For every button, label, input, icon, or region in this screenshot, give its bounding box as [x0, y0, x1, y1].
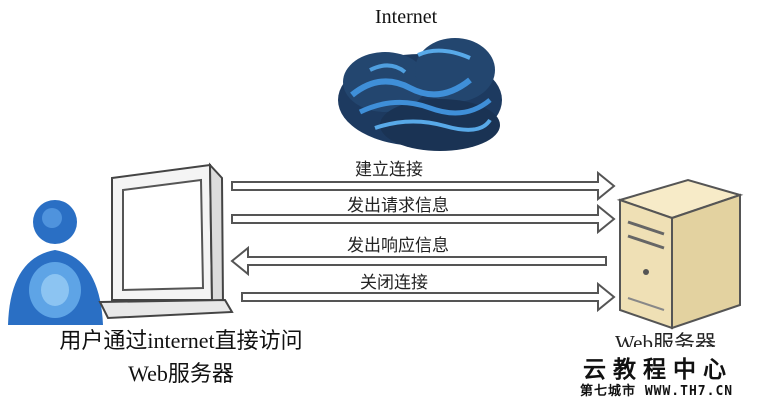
arrow-response	[230, 245, 607, 277]
user-avatar-icon	[8, 200, 103, 325]
brand-subtitle: 第七城市 WWW.TH7.CN	[580, 384, 734, 399]
internet-cloud-icon	[338, 38, 502, 151]
arrow-close	[241, 281, 616, 313]
message-connect-label: 建立连接	[355, 160, 423, 180]
message-response-label: 发出响应信息	[347, 236, 449, 256]
arrow-request	[231, 203, 616, 235]
server-tower-icon	[616, 178, 744, 330]
monitor-icon	[98, 162, 234, 320]
client-caption: 用户通过internet直接访问 Web服务器	[16, 324, 346, 390]
internet-label: Internet	[375, 6, 438, 28]
message-request-label: 发出请求信息	[347, 196, 449, 216]
arrow-connect	[231, 170, 616, 202]
client-caption-line1: 用户通过internet直接访问	[59, 328, 303, 353]
server-caption: Web服务器	[615, 331, 716, 347]
client-caption-line2: Web服务器	[128, 361, 234, 386]
brand-title: 云教程中心	[583, 357, 733, 383]
message-close-label: 关闭连接	[360, 273, 428, 293]
